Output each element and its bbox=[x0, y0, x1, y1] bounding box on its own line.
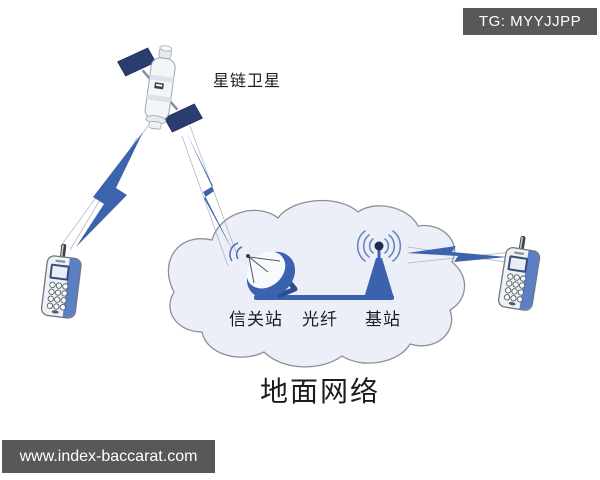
base-station-label: 基站 bbox=[365, 310, 401, 329]
lightning-bolt-icon bbox=[186, 132, 234, 253]
satellite-label: 星链卫星 bbox=[213, 73, 282, 90]
cloud-shape bbox=[167, 199, 466, 368]
mobile-phone-icon bbox=[40, 241, 85, 320]
mobile-phone-icon bbox=[496, 233, 544, 312]
satellite-icon bbox=[117, 45, 203, 133]
ground-network-title: 地面网络 bbox=[259, 376, 381, 407]
satellite-dish-icon bbox=[229, 242, 298, 299]
lightning-bolt-icon bbox=[407, 246, 507, 262]
lightning-bolt-icon bbox=[76, 132, 143, 247]
gateway-station-label: 信关站 bbox=[229, 310, 283, 329]
fiber-line bbox=[254, 295, 394, 300]
base-station-icon bbox=[356, 230, 402, 298]
telegram-watermark-badge: TG: MYYJJPP bbox=[463, 8, 597, 35]
fiber-label: 光纤 bbox=[302, 310, 338, 329]
website-watermark-bar: www.index-baccarat.com bbox=[2, 440, 215, 473]
